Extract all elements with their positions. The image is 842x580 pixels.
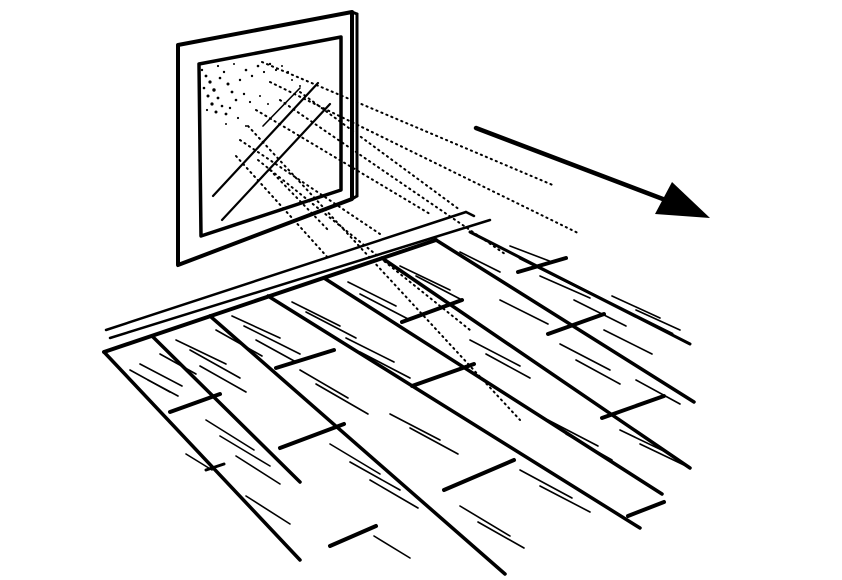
floorboards-icon <box>102 230 696 576</box>
glare-stipple <box>200 62 301 127</box>
arrow-right-down-icon <box>473 125 710 218</box>
wood-grain <box>129 245 687 559</box>
window-icon <box>176 10 359 267</box>
dotted-rays-icon <box>235 61 581 421</box>
baseboard-icon <box>104 210 492 340</box>
